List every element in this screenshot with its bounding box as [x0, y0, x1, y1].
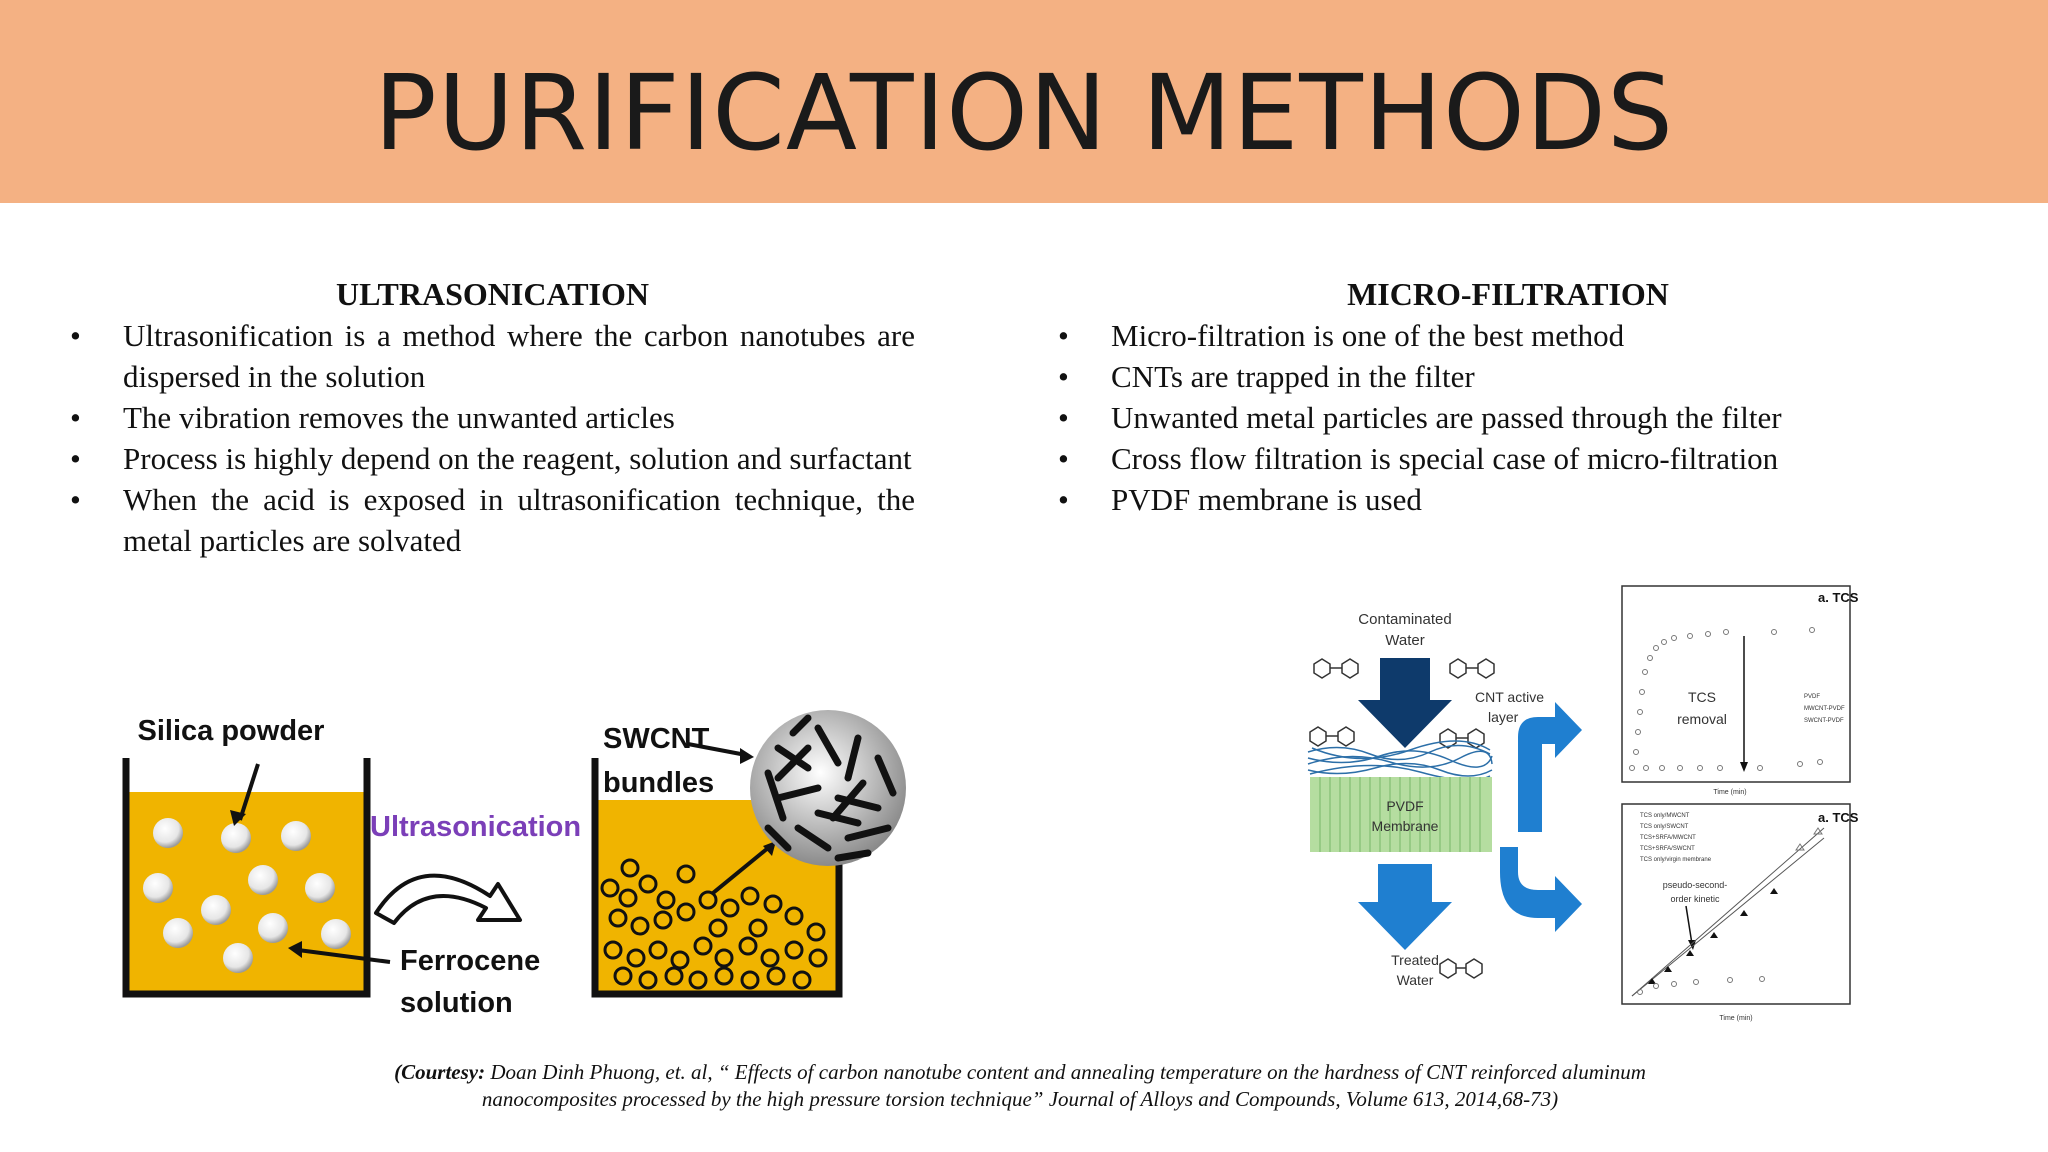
plot-a-legend-item: SWCNT-PVDF — [1804, 718, 1844, 724]
bullet-text: When the acid is exposed in ultrasonific… — [123, 482, 915, 558]
bullet-icon: • — [70, 318, 81, 353]
bullet-text: The vibration removes the unwanted artic… — [123, 400, 675, 435]
micro-filtration-diagram: Contaminated Water CNT active layer PVDF… — [1307, 585, 1859, 1022]
treated-water-label-line2: Water — [1397, 972, 1434, 988]
plot-b-legend-item: TCS+SRFA/SWCNT — [1640, 846, 1695, 852]
ultrasonication-heading: ULTRASONICATION — [336, 276, 649, 312]
micro-filtration-bullet-list: • Micro-filtration is one of the best met… — [1058, 315, 1958, 520]
bent-arrow-icon — [1518, 702, 1582, 832]
plot-a-annotation-line2: removal — [1677, 711, 1727, 727]
ultrasonication-label: Ultrasonication — [370, 811, 581, 843]
courtesy-citation: (Courtesy: Doan Dinh Phuong, et. al, “ E… — [260, 1059, 1780, 1113]
molecule-icon — [1439, 958, 1483, 979]
adsorbed-amount-plot: a. TCS TCS only/MWCNT TCS only/SWCNT TCS… — [1621, 803, 1859, 1022]
pvdf-membrane-label-line1: PVDF — [1386, 798, 1423, 814]
bullet-item: • PVDF membrane is used — [1058, 479, 1958, 520]
bullet-icon: • — [70, 482, 81, 517]
plot-b-annotation-line1: pseudo-second- — [1663, 880, 1728, 890]
swcnt-bundle — [750, 710, 906, 866]
plot-a-title: a. TCS — [1818, 590, 1859, 605]
silica-powder-label: Silica powder — [138, 715, 325, 747]
plot-b-legend-item: TCS only/MWCNT — [1640, 813, 1690, 819]
bullet-icon: • — [70, 441, 81, 476]
cnt-active-layer — [1307, 740, 1493, 781]
courtesy-label: (Courtesy: — [394, 1060, 486, 1084]
slide-title: PURIFICATION METHODS — [374, 52, 1674, 174]
bullet-text: PVDF membrane is used — [1111, 482, 1422, 517]
plot-a-legend-item: PVDF — [1804, 694, 1820, 700]
tcs-removal-plot: a. TCS TCS removal PVDF MWCNT-PVDF SWCNT… — [1621, 585, 1859, 796]
bullet-item: • Process is highly depend on the reagent… — [70, 438, 915, 479]
ferrocene-label-line1: Ferrocene — [400, 945, 540, 977]
curved-arrow-icon — [374, 873, 522, 925]
citation-text-line1: Doan Dinh Phuong, et. al, “ Effects of c… — [485, 1060, 1646, 1084]
ferrocene-label-line2: solution — [400, 987, 513, 1019]
pvdf-membrane — [1310, 777, 1492, 852]
bullet-icon: • — [1058, 400, 1069, 435]
plot-a-x-label: Time (min) — [1713, 789, 1746, 796]
bullet-item: • Ultrasonification is a method where the… — [70, 315, 915, 397]
bullet-icon: • — [70, 400, 81, 435]
plot-b-annotation-line2: order kinetic — [1670, 894, 1720, 904]
bullet-text: Cross flow filtration is special case of… — [1111, 441, 1779, 476]
micro-filtration-section: MICRO-FILTRATION • Micro-filtration is on… — [1058, 274, 1958, 520]
bullet-icon: • — [1058, 318, 1069, 353]
plot-a-legend-item: MWCNT-PVDF — [1804, 706, 1845, 712]
silica-particles — [143, 818, 351, 973]
citation-line1: (Courtesy: Doan Dinh Phuong, et. al, “ E… — [260, 1059, 1780, 1086]
bullet-text: CNTs are trapped in the filter — [1111, 359, 1475, 394]
plot-b-legend-item: TCS only/SWCNT — [1640, 824, 1689, 830]
title-banner — [0, 0, 2048, 203]
bullet-icon: • — [1058, 441, 1069, 476]
plot-a-annotation-line1: TCS — [1688, 689, 1716, 705]
plot-b-legend-item: TCS+SRFA/MWCNT — [1640, 835, 1696, 841]
plot-b-x-label: Time (min) — [1719, 1015, 1752, 1022]
molecule-icon — [1309, 658, 1495, 749]
bullet-icon: • — [1058, 359, 1069, 394]
pvdf-membrane-label-line2: Membrane — [1372, 818, 1439, 834]
ferrocene-rings — [600, 858, 828, 990]
bullet-text: Ultrasonification is a method where the … — [123, 318, 915, 394]
cnt-active-layer-label-line2: layer — [1488, 709, 1519, 725]
outflow-arrow-icon — [1358, 864, 1452, 950]
bullet-item: • The vibration removes the unwanted arti… — [70, 397, 915, 438]
bullet-text: Process is highly depend on the reagent,… — [123, 441, 912, 476]
cnt-active-layer-label-line1: CNT active — [1475, 689, 1544, 705]
swcnt-label-line2: bundles — [603, 767, 714, 799]
micro-filtration-heading: MICRO-FILTRATION — [1347, 276, 1669, 312]
bullet-item: • CNTs are trapped in the filter — [1058, 356, 1958, 397]
swcnt-label-line1: SWCNT — [603, 723, 710, 755]
bullet-text: Micro-filtration is one of the best meth… — [1111, 318, 1625, 353]
bullet-item: • Micro-filtration is one of the best met… — [1058, 315, 1958, 356]
bullet-text: Unwanted metal particles are passed thro… — [1111, 400, 1782, 435]
citation-text-line2: nanocomposites processed by the high pre… — [481, 1087, 1559, 1111]
bullet-item: • Cross flow filtration is special case o… — [1058, 438, 1958, 479]
bullet-item: • When the acid is exposed in ultrasonifi… — [70, 479, 915, 561]
plot-b-title: a. TCS — [1818, 810, 1859, 825]
inflow-arrow-icon — [1358, 658, 1452, 748]
bullet-item: • Unwanted metal particles are passed thr… — [1058, 397, 1958, 438]
treated-water-label-line1: Treated — [1391, 952, 1439, 968]
ultrasonication-bullet-list: • Ultrasonification is a method where the… — [70, 315, 915, 561]
plot-b-legend-item: TCS only/virgin membrane — [1640, 857, 1712, 863]
ultrasonication-diagram: Silica powder Ultrasonication Ferrocene … — [122, 710, 906, 1019]
contaminated-water-label-line2: Water — [1385, 632, 1424, 649]
contaminated-water-label-line1: Contaminated — [1358, 611, 1451, 628]
ultrasonication-section: ULTRASONICATION • Ultrasonification is a … — [70, 274, 915, 561]
bent-arrow-icon — [1500, 847, 1582, 932]
bullet-icon: • — [1058, 482, 1069, 517]
